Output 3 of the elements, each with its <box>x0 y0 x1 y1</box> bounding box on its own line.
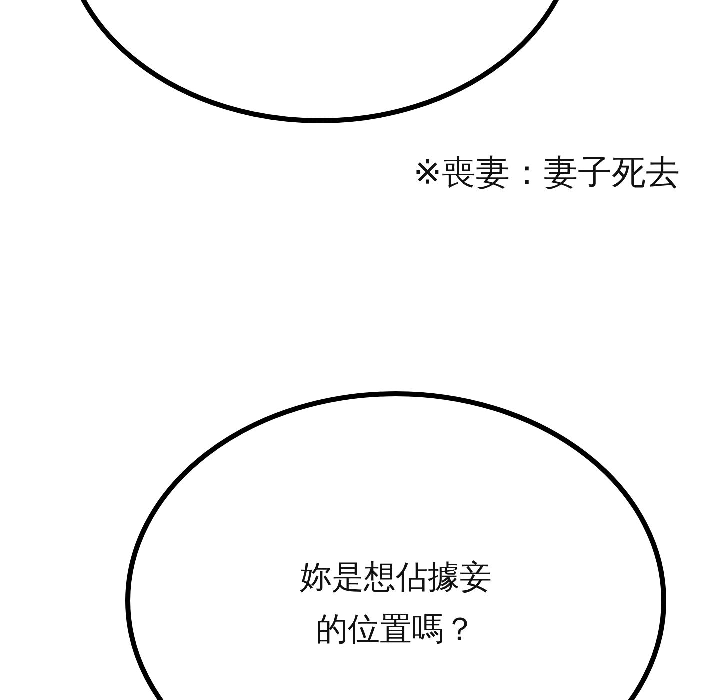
dialogue-text: 妳是想佔據妾的位置嗎？ <box>299 557 493 650</box>
footnote-text: ※喪妻：妻子死去 <box>414 152 680 195</box>
speech-bubble <box>125 391 667 700</box>
